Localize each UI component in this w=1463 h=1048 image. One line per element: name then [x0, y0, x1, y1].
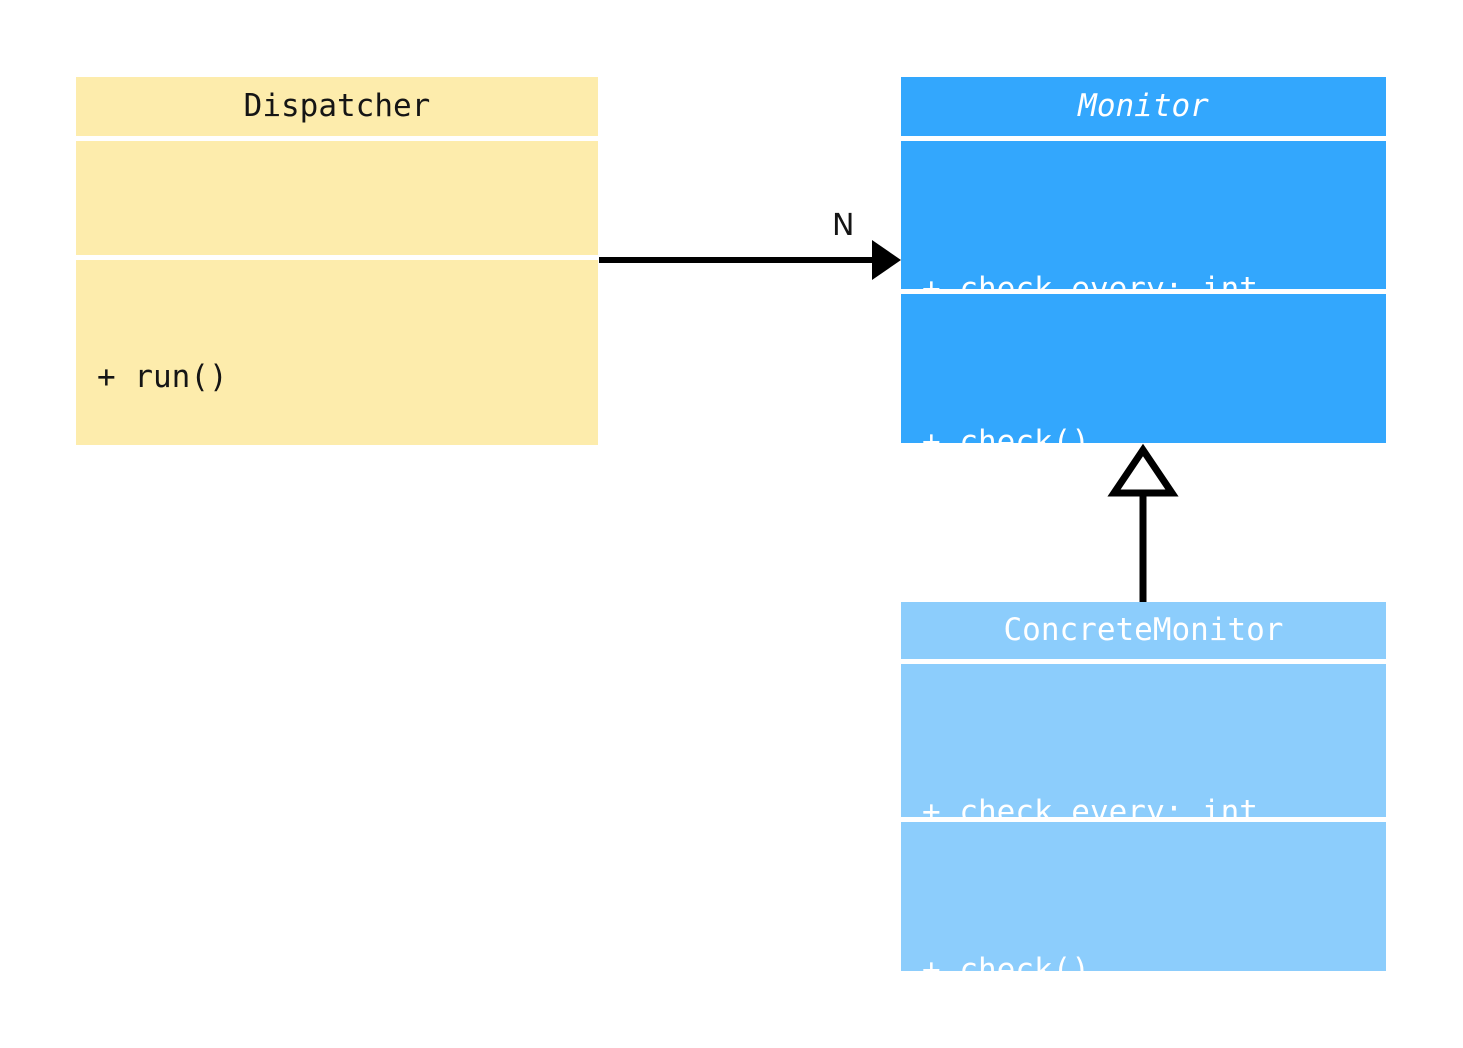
filled-triangle-arrowhead-icon [872, 240, 901, 280]
uml-class-dispatcher[interactable]: Dispatcher + monitors: [] Monitor + run(… [76, 77, 598, 445]
class-methods-compartment-dispatcher: + run() + start() + stop() [76, 260, 598, 445]
class-name-concrete-monitor: ConcreteMonitor [1003, 612, 1284, 648]
association-connector-dispatcher-monitor [599, 240, 901, 280]
association-multiplicity-label: N [832, 208, 855, 243]
class-name-monitor: Monitor [1078, 88, 1209, 124]
class-attributes-compartment-monitor: + check_every: int [901, 141, 1386, 289]
class-title-compartment-concrete-monitor: ConcreteMonitor [901, 602, 1386, 659]
class-title-compartment-dispatcher: Dispatcher [76, 77, 598, 136]
class-methods-compartment-concrete-monitor: + check() [901, 822, 1386, 971]
method-row: + run() [97, 359, 228, 395]
generalization-connector-concrete-monitor-monitor [1107, 443, 1179, 602]
class-attributes-compartment-dispatcher: + monitors: [] Monitor [76, 141, 598, 255]
attribute-row: + check_every: int [922, 794, 1258, 817]
method-row: + check() [922, 424, 1090, 443]
class-attributes-compartment-concrete-monitor: + check_every: int [901, 664, 1386, 817]
class-name-dispatcher: Dispatcher [243, 88, 431, 124]
attribute-row: + check_every: int [922, 271, 1258, 289]
uml-class-concrete-monitor[interactable]: ConcreteMonitor + check_every: int + che… [901, 602, 1386, 971]
uml-class-monitor[interactable]: Monitor + check_every: int + check() [901, 77, 1386, 443]
class-title-compartment-monitor: Monitor [901, 77, 1386, 136]
method-row: + check() [922, 952, 1090, 971]
class-methods-compartment-monitor: + check() [901, 294, 1386, 443]
hollow-triangle-arrowhead-icon [1107, 443, 1179, 497]
